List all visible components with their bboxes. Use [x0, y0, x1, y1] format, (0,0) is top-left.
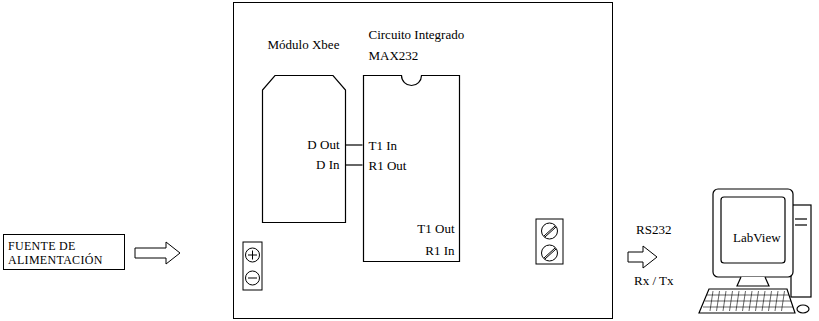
power-source-box: FUENTE DE ALIMENTACIÓN [3, 234, 125, 270]
max232-chip: Circuito Integrado MAX232T1 InR1 OutT1 O… [363, 75, 460, 262]
computer: LabView [695, 185, 815, 319]
xbee-module: Módulo XbeeD OutD In [262, 75, 346, 223]
module-title: Módulo Xbee [254, 34, 354, 55]
pin-name: D Out [282, 134, 340, 155]
source-label: FUENTE DE ALIMENTACIÓN [8, 239, 120, 267]
signal-name: Rx / Tx [634, 273, 674, 289]
pin-name: R1 Out [369, 155, 429, 176]
screw-terminal [536, 219, 563, 264]
pin-name: D In [282, 154, 340, 175]
signal-wire [346, 144, 363, 145]
signal-wire [346, 164, 363, 165]
pin-name: T1 Out [389, 218, 455, 239]
interface-name: RS232 [636, 222, 671, 238]
block-arrow [135, 242, 180, 264]
chip-title: Circuito Integrado MAX232 [369, 24, 486, 66]
circuit-board: Módulo XbeeD OutD InCircuito Integrado M… [233, 2, 613, 319]
power-terminal [243, 242, 262, 290]
screen-text: LabView [733, 227, 793, 248]
pin-name: R1 In [389, 240, 455, 261]
pin-name: T1 In [369, 135, 429, 156]
pc-outline [695, 185, 815, 319]
block-arrow [628, 246, 657, 268]
